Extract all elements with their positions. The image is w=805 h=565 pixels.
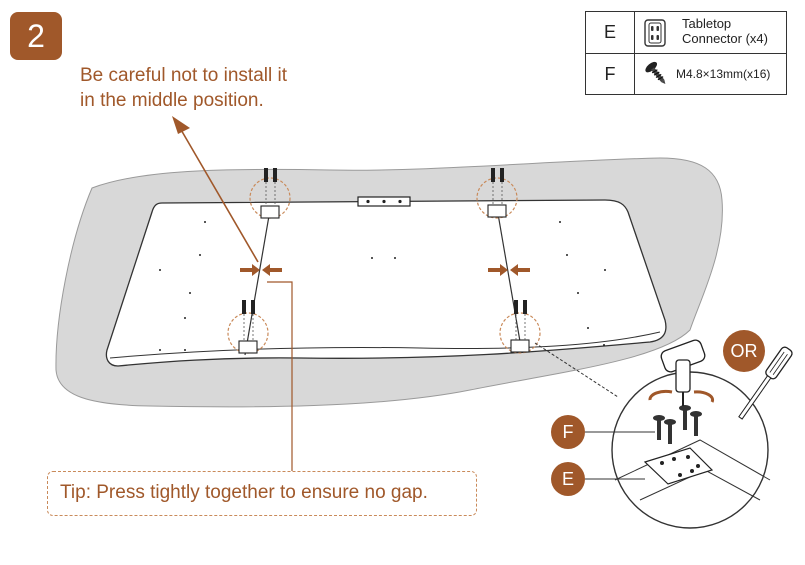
screwdriver-icon [738, 346, 793, 420]
tabletop-surface [105, 199, 667, 367]
step-number-badge: 2 [10, 12, 62, 60]
warning-line-2: in the middle position. [80, 90, 264, 111]
part-name: M4.8×13mm(x16) [676, 67, 771, 81]
part-row-e: E Tabletop Connector (x4) [586, 12, 786, 54]
part-row-f: F M4.8×13mm(x16) [586, 54, 786, 95]
connector-plate [238, 340, 258, 354]
warning-line-1: Be careful not to install it [80, 65, 287, 86]
warning-pointer-arrow [172, 116, 190, 134]
press-arrow [240, 264, 260, 276]
press-arrow [262, 264, 282, 276]
power-drill-icon [660, 339, 706, 406]
detail-connector-plate [643, 447, 714, 485]
callout-f: F [551, 415, 585, 449]
connector-plate [510, 339, 530, 353]
highlight-circle [499, 312, 541, 354]
highlight-circle [476, 177, 518, 219]
warning-text: Be careful not to install it in the midd… [80, 63, 287, 113]
part-letter: F [586, 54, 635, 95]
connector-plate [487, 204, 507, 218]
press-arrow [488, 264, 508, 276]
connector-plate [260, 205, 280, 219]
parts-list: E Tabletop Connector (x4) F [585, 11, 787, 95]
tip-box: Tip: Press tightly together to ensure no… [47, 471, 477, 516]
part-name-line-2: Connector (x4) [682, 31, 768, 46]
tabletop-connector-icon [644, 19, 666, 47]
screw-icon [645, 61, 666, 84]
or-badge: OR [723, 330, 765, 372]
tip-text: Tip: Press tightly together to ensure no… [60, 482, 428, 503]
step-number: 2 [27, 18, 45, 54]
tip-leader [267, 281, 293, 471]
part-name: Tabletop Connector (x4) [682, 16, 768, 46]
callout-e: E [551, 462, 585, 496]
part-letter: E [586, 12, 635, 53]
part-name-line-1: Tabletop [682, 16, 732, 31]
press-arrow [510, 264, 530, 276]
